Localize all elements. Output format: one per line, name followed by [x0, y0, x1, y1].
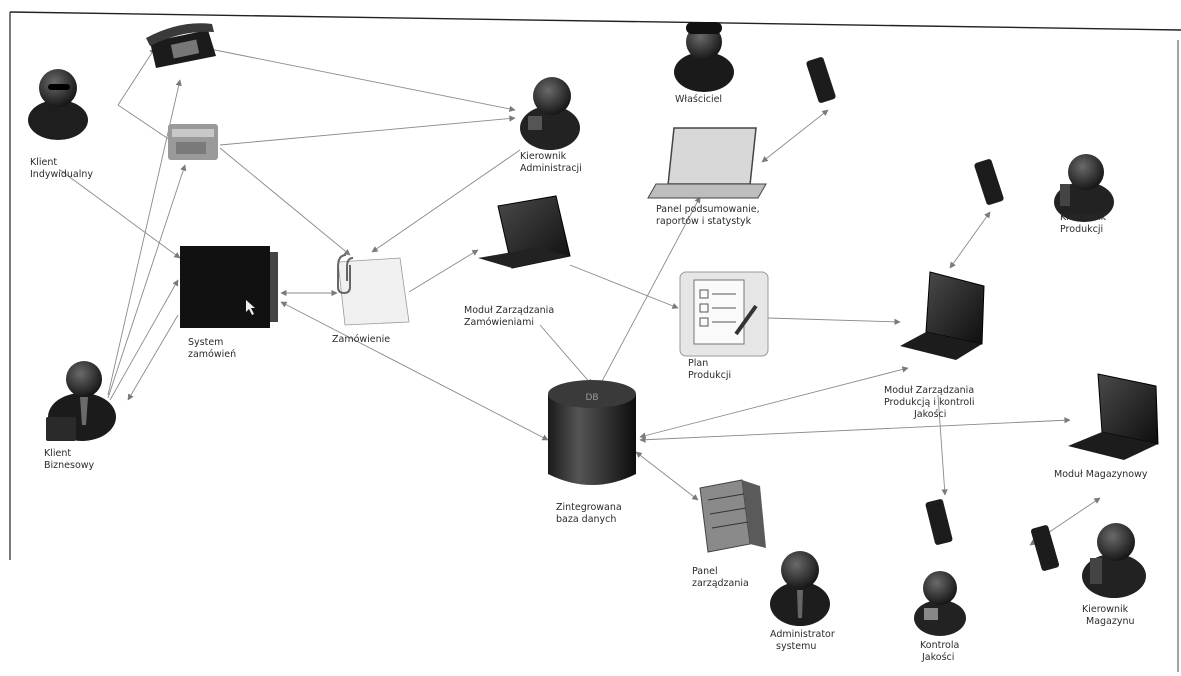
label-kierownik-produkcji: Kierownik Produkcji: [1060, 212, 1107, 235]
label-line: Panel: [692, 566, 718, 577]
label-klient-biznesowy: Klient Biznesowy: [44, 448, 95, 471]
label-line: Kierownik: [520, 151, 567, 162]
label-line: Magazynu: [1086, 616, 1135, 627]
link-system-baza: [280, 301, 549, 441]
desk-phone-icon: [146, 23, 216, 68]
mobile-phone-icon-produkcja: [974, 159, 1004, 205]
laptop-icon-modul-magazynowy: [1068, 373, 1159, 460]
link-fax-zamowienie: [219, 147, 351, 256]
person-icon-klient-indywidualny: [28, 69, 88, 140]
link-zamowienie-modul: [408, 249, 479, 293]
label-baza-danych: Zintegrowana baza danych: [556, 502, 622, 525]
link-baza-produkcja: [639, 366, 909, 439]
label-kontrola-jakosci: Kontrola Jakości: [920, 640, 959, 663]
label-system-zamowien: System zamówień: [188, 337, 236, 360]
label-line: raportów i statystyk: [656, 216, 752, 227]
label-kierownik-magazynu: Kierownik Magazynu: [1082, 604, 1135, 627]
label-line: zarządzania: [692, 578, 749, 589]
order-document-icon: [337, 254, 410, 326]
label-line: Panel podsumowanie,: [656, 204, 760, 215]
label-wlasciciel: Właściciel: [675, 94, 722, 105]
label-line: systemu: [776, 641, 816, 652]
person-icon-kierownik-administracji: [520, 77, 580, 150]
person-icon-kierownik-produkcji: [1054, 154, 1114, 222]
mobile-phone-icon-kontrola: [925, 499, 953, 545]
label-line: Produkcji: [688, 370, 731, 381]
label-modul-zamowien: Moduł Zarządzania Zamówieniami: [464, 305, 554, 328]
web-page-icon: [180, 246, 278, 328]
laptop-icon-modul-zamowien: [478, 195, 571, 269]
fax-machine-icon: [168, 124, 218, 160]
label-line: Administracji: [520, 163, 582, 174]
link-phone-fax: [117, 104, 171, 141]
label-line: Jakości: [921, 652, 954, 663]
label-line: Moduł Magazynowy: [1054, 469, 1148, 480]
label-line: Moduł Zarządzania: [884, 385, 974, 396]
link-panel-phone: [761, 109, 829, 163]
link-baza-magazyn: [639, 417, 1071, 443]
label-line: Plan: [688, 358, 708, 369]
link-modul-baza: [539, 324, 593, 386]
label-line: baza danych: [556, 514, 616, 525]
link-modul-plan: [569, 264, 679, 309]
label-line: Właściciel: [675, 94, 722, 105]
link-prod-kontrola-phone: [937, 394, 948, 496]
label-line: Indywidualny: [30, 169, 93, 180]
label-line: Kierownik: [1082, 604, 1129, 615]
person-icon-kontrola-jakosci: [914, 571, 966, 636]
database-glyph: DB: [585, 393, 598, 403]
laptop-icon-panel-podsumowan: [647, 127, 767, 199]
label-line: Administrator: [770, 629, 835, 640]
page-frame: [9, 11, 1181, 672]
label-line: Klient: [44, 448, 71, 459]
mobile-phone-icon-magazyn: [1030, 525, 1060, 571]
person-icon-kierownik-magazynu: [1082, 523, 1146, 598]
label-line: System: [188, 337, 223, 348]
mobile-phone-icon-owner: [806, 57, 836, 103]
label-modul-magazynowy: Moduł Magazynowy: [1054, 469, 1148, 480]
label-line: Zamówienie: [332, 334, 390, 345]
link-panel-baza: [599, 196, 701, 386]
label-line: Zamówieniami: [464, 317, 534, 328]
person-icon-klient-biznesowy: [46, 361, 116, 441]
laptop-icon-modul-produkcji: [900, 271, 985, 360]
link-biz-system: [109, 279, 179, 401]
label-klient-indywidualny: Klient Indywidualny: [30, 157, 93, 180]
link-phone-kier-admin: [189, 44, 516, 112]
label-modul-produkcji: Moduł Zarządzania Produkcją i kontroli J…: [884, 385, 975, 420]
link-plan-produkcja: [767, 317, 901, 325]
label-line: Produkcją i kontroli: [884, 397, 975, 408]
label-line: Kierownik: [1060, 212, 1107, 223]
label-panel-zarzadzania: Panel zarządzania: [692, 566, 749, 589]
label-line: Produkcji: [1060, 224, 1103, 235]
label-panel-podsumowan: Panel podsumowanie, raportów i statystyk: [656, 204, 760, 227]
link-prod-phone: [949, 211, 991, 269]
link-phone-left: [117, 47, 156, 106]
link-ind-system: [59, 169, 181, 259]
label-kierownik-administracji: Kierownik Administracji: [520, 151, 582, 174]
label-plan-produkcji: Plan Produkcji: [688, 358, 731, 381]
label-administrator-systemu: Administrator systemu: [770, 629, 835, 652]
label-line: Biznesowy: [44, 460, 95, 471]
label-line: Kontrola: [920, 640, 959, 651]
link-biz-system-2: [127, 314, 179, 401]
link-fax-kier-admin: [219, 115, 516, 146]
person-icon-wlasciciel: [674, 22, 734, 92]
label-zamowienie: Zamówienie: [332, 334, 390, 345]
label-line: Moduł Zarządzania: [464, 305, 554, 316]
connections: [59, 44, 1101, 546]
link-biz-fax: [107, 164, 187, 399]
link-admin-zamowienie: [371, 149, 521, 253]
label-line: Zintegrowana: [556, 502, 622, 513]
link-baza-panel-zarz: [635, 451, 699, 501]
person-icon-administrator-systemu: [770, 551, 830, 626]
label-line: Klient: [30, 157, 57, 168]
clipboard-checklist-icon: [679, 271, 769, 357]
label-line: Jakości: [913, 409, 946, 420]
database-icon: DB: [548, 380, 636, 485]
label-line: zamówień: [188, 349, 236, 360]
server-rack-icon: [699, 479, 766, 553]
